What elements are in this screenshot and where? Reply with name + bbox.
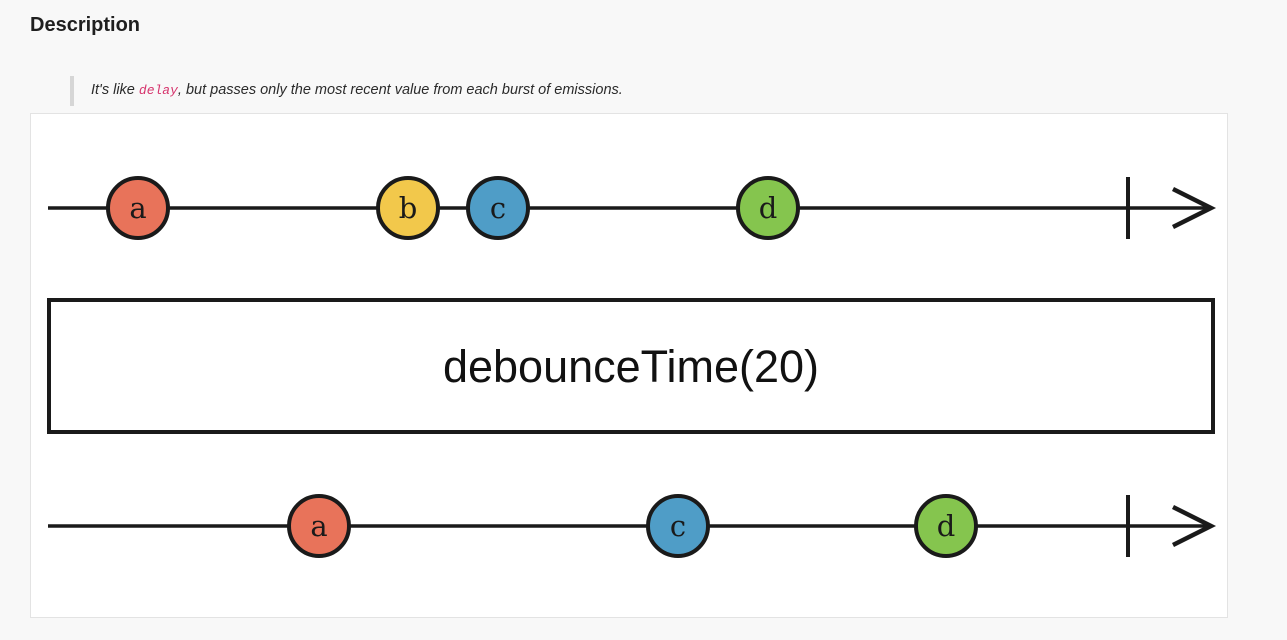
marble-diagram-panel: a b c d a c d debounceTime(20) xyxy=(30,113,1228,618)
operator-label: debounceTime(20) xyxy=(443,341,819,392)
source-marble-label-a: a xyxy=(129,191,146,225)
output-marble-d xyxy=(914,494,978,558)
section-title: Description xyxy=(30,14,141,36)
quote-text-before: It's like xyxy=(91,81,139,98)
source-marble-d xyxy=(736,176,800,240)
output-marble-label-c: c xyxy=(670,509,686,543)
inline-code-delay: delay xyxy=(138,82,178,98)
operator-box xyxy=(47,298,1215,434)
source-marble-label-b: b xyxy=(399,191,418,225)
output-marble-label-a: a xyxy=(310,509,327,543)
source-marble-b xyxy=(376,176,440,240)
source-arrow-icon xyxy=(1171,186,1217,230)
output-arrow-icon xyxy=(1171,504,1217,548)
source-marble-label-d: d xyxy=(759,191,778,225)
source-marble-label-c: c xyxy=(490,191,506,225)
source-marble-c xyxy=(466,176,530,240)
output-marble-c xyxy=(646,494,710,558)
description-quote: It's like delay, but passes only the mos… xyxy=(70,75,623,107)
source-marble-a xyxy=(106,176,170,240)
output-marble-a xyxy=(287,494,351,558)
quote-text-after: , but passes only the most recent value … xyxy=(177,81,623,98)
output-marble-label-d: d xyxy=(937,509,956,543)
marble-diagram: a b c d a c d debounceTime(20) xyxy=(47,176,1217,558)
